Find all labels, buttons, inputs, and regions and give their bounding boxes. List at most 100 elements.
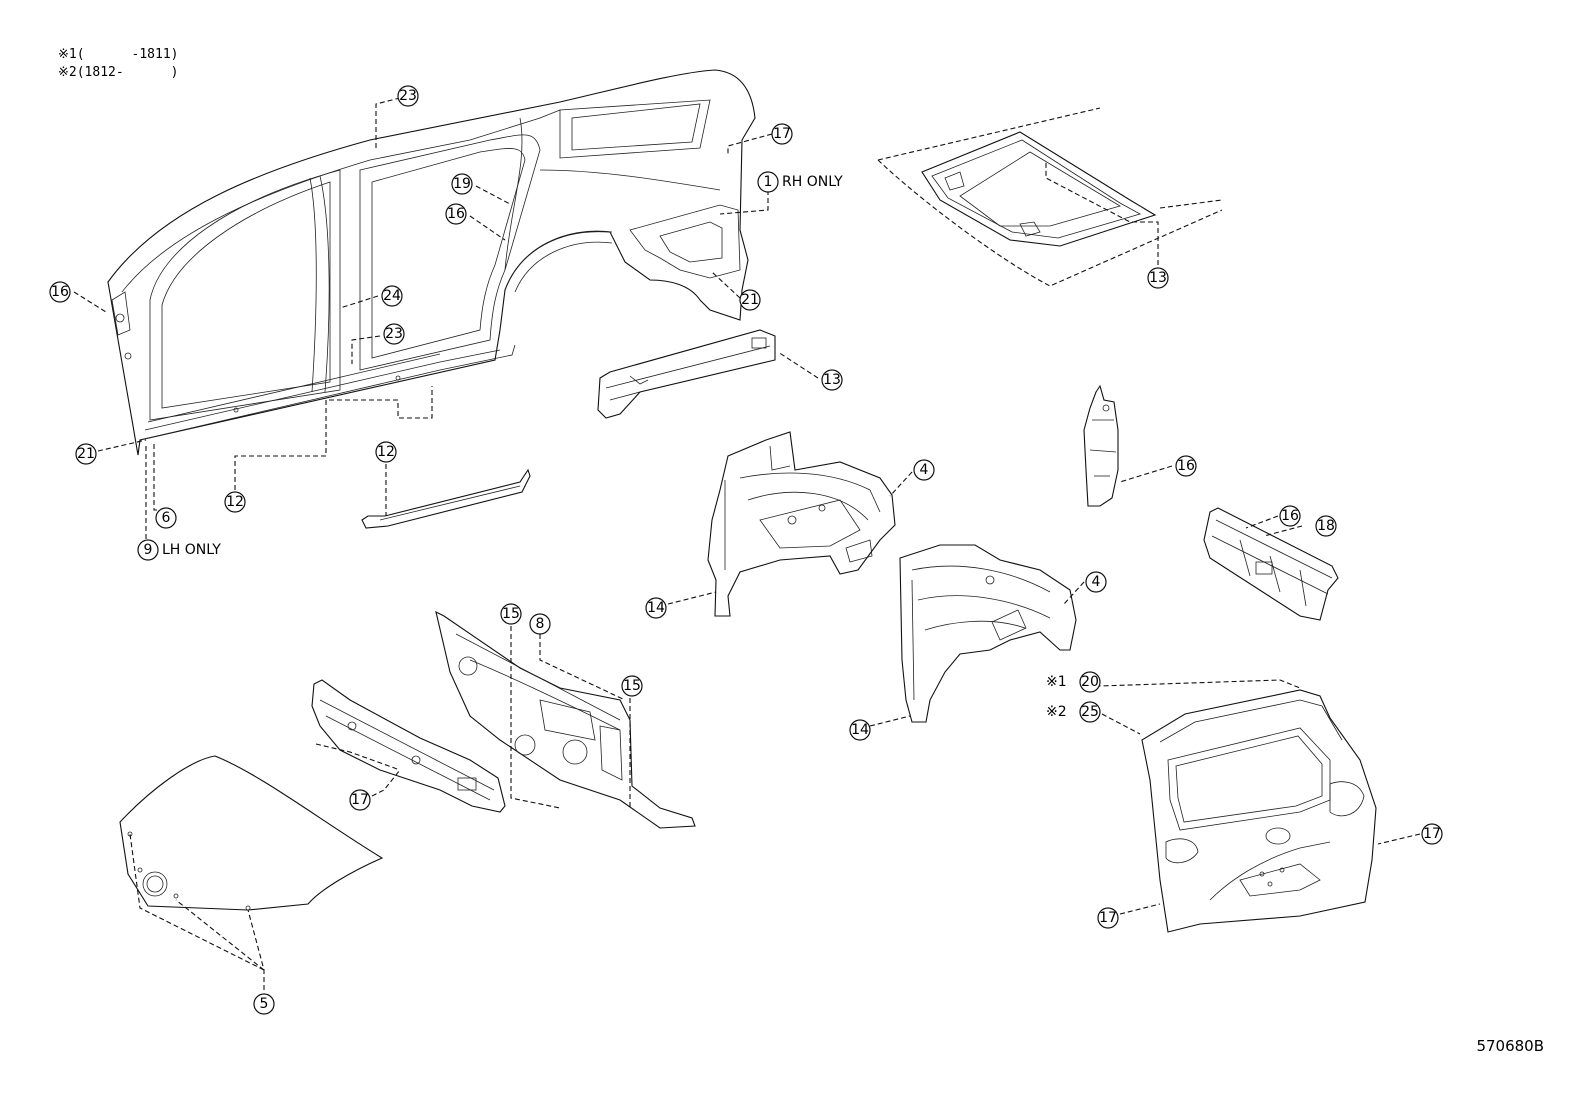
callout-circle <box>1079 671 1101 693</box>
callout-number: 16 <box>1281 508 1299 524</box>
callout-number: 4 <box>920 462 929 478</box>
callout-20[interactable]: ※1 20 <box>1046 671 1101 693</box>
callout-ref-mark: ※2 <box>1046 704 1067 720</box>
callout-17-door-left[interactable]: 17 <box>1097 907 1119 929</box>
callout-circle <box>757 171 779 193</box>
callout-19[interactable]: 19 <box>451 173 473 195</box>
callout-number: 17 <box>1423 826 1441 842</box>
callout-number: 21 <box>741 292 759 308</box>
callout-8[interactable]: 8 <box>529 613 551 635</box>
callout-number: 16 <box>447 206 465 222</box>
callout-15-right[interactable]: 15 <box>621 675 643 697</box>
callout-number: 24 <box>383 288 401 304</box>
callout-13-rocker[interactable]: 13 <box>821 369 843 391</box>
callout-number: 17 <box>1099 910 1117 926</box>
callout-circle <box>451 173 473 195</box>
callout-16-mid[interactable]: 16 <box>445 203 467 225</box>
callout-number: 16 <box>1177 458 1195 474</box>
callout-number: 12 <box>377 444 395 460</box>
callout-17-upper[interactable]: 17 <box>771 123 793 145</box>
callout-1[interactable]: 1 RH ONLY <box>757 171 843 193</box>
callout-circle <box>1085 571 1107 593</box>
legend-range: ( -1811) <box>76 47 179 62</box>
callout-17-cowl[interactable]: 17 <box>349 789 371 811</box>
legend-row-1: ※1( -1811) <box>58 46 178 64</box>
legend-mark: ※2 <box>58 65 77 80</box>
callout-circle <box>1147 267 1169 289</box>
callout-12-right[interactable]: 12 <box>375 441 397 463</box>
drawing-id: 570680B <box>1476 1037 1544 1055</box>
callout-23-lower[interactable]: 23 <box>383 323 405 345</box>
callout-circle <box>913 459 935 481</box>
callout-number: 25 <box>1081 704 1099 720</box>
callout-circle <box>137 539 159 561</box>
callout-circle <box>529 613 551 635</box>
callout-15-left[interactable]: 15 <box>500 603 522 625</box>
callout-18[interactable]: 18 <box>1315 515 1337 537</box>
callout-circle <box>381 285 403 307</box>
callout-number: 13 <box>1149 270 1167 286</box>
callout-number: 18 <box>1317 518 1335 534</box>
callout-circle <box>75 443 97 465</box>
callout-circle <box>739 289 761 311</box>
applicability-legend: ※1( -1811) ※2(1812- ) <box>58 46 178 82</box>
callout-number: 13 <box>823 372 841 388</box>
callout-circle <box>1315 515 1337 537</box>
callout-number: 16 <box>51 284 69 300</box>
callout-9[interactable]: 9 LH ONLY <box>137 539 221 561</box>
callout-14-upper[interactable]: 14 <box>645 597 667 619</box>
legend-range: (1812- ) <box>76 65 179 80</box>
callout-number: 20 <box>1081 674 1099 690</box>
callout-circle <box>445 203 467 225</box>
callout-25[interactable]: ※2 25 <box>1046 701 1101 723</box>
callout-4-lower[interactable]: 4 <box>1085 571 1107 593</box>
callout-circle <box>1079 701 1101 723</box>
back-door-panel <box>1141 689 1377 933</box>
rear-wheelhouse-inner-upper <box>707 431 896 617</box>
rocker-inner-panel <box>361 468 531 529</box>
callout-12-left[interactable]: 12 <box>224 491 246 513</box>
callout-number: 4 <box>1092 574 1101 590</box>
callout-number: 1 <box>764 174 773 190</box>
callout-number: 6 <box>162 510 171 526</box>
callout-17-door-right[interactable]: 17 <box>1421 823 1443 845</box>
callout-note: RH ONLY <box>782 174 843 190</box>
callout-number: 9 <box>144 542 153 558</box>
roof-panel <box>877 107 1223 287</box>
callout-number: 15 <box>502 606 520 622</box>
callout-circle <box>224 491 246 513</box>
callout-number: 23 <box>399 88 417 104</box>
callout-21-lower[interactable]: 21 <box>75 443 97 465</box>
callout-24[interactable]: 24 <box>381 285 403 307</box>
cowl-side-panel <box>311 679 506 813</box>
callout-16-backpanel[interactable]: 16 <box>1279 505 1301 527</box>
callout-23-upper[interactable]: 23 <box>397 85 419 107</box>
callout-circle <box>49 281 71 303</box>
callout-4-upper[interactable]: 4 <box>913 459 935 481</box>
callout-16-left[interactable]: 16 <box>49 281 71 303</box>
cowl-top-panel <box>435 610 696 829</box>
callout-circle <box>375 441 397 463</box>
callout-6[interactable]: 6 <box>155 507 177 529</box>
callout-number: 12 <box>226 494 244 510</box>
callout-5[interactable]: 5 <box>253 993 275 1015</box>
callout-number: 8 <box>536 616 545 632</box>
callout-circle <box>1175 455 1197 477</box>
callout-14-lower[interactable]: 14 <box>849 719 871 741</box>
callout-16-pillar[interactable]: 16 <box>1175 455 1197 477</box>
callout-circle <box>821 369 843 391</box>
callout-21-upper[interactable]: 21 <box>739 289 761 311</box>
callout-number: 17 <box>351 792 369 808</box>
callout-number: 17 <box>773 126 791 142</box>
callout-number: 15 <box>623 678 641 694</box>
callout-circle <box>849 719 871 741</box>
callout-ref-mark: ※1 <box>1046 674 1067 690</box>
rear-wheelhouse-inner-lower <box>899 544 1077 723</box>
callout-circle <box>383 323 405 345</box>
callout-note: LH ONLY <box>162 542 221 558</box>
callout-circle <box>349 789 371 811</box>
callout-number: 21 <box>77 446 95 462</box>
callout-circle <box>1279 505 1301 527</box>
callout-circle <box>155 507 177 529</box>
callout-13-roof[interactable]: 13 <box>1147 267 1169 289</box>
